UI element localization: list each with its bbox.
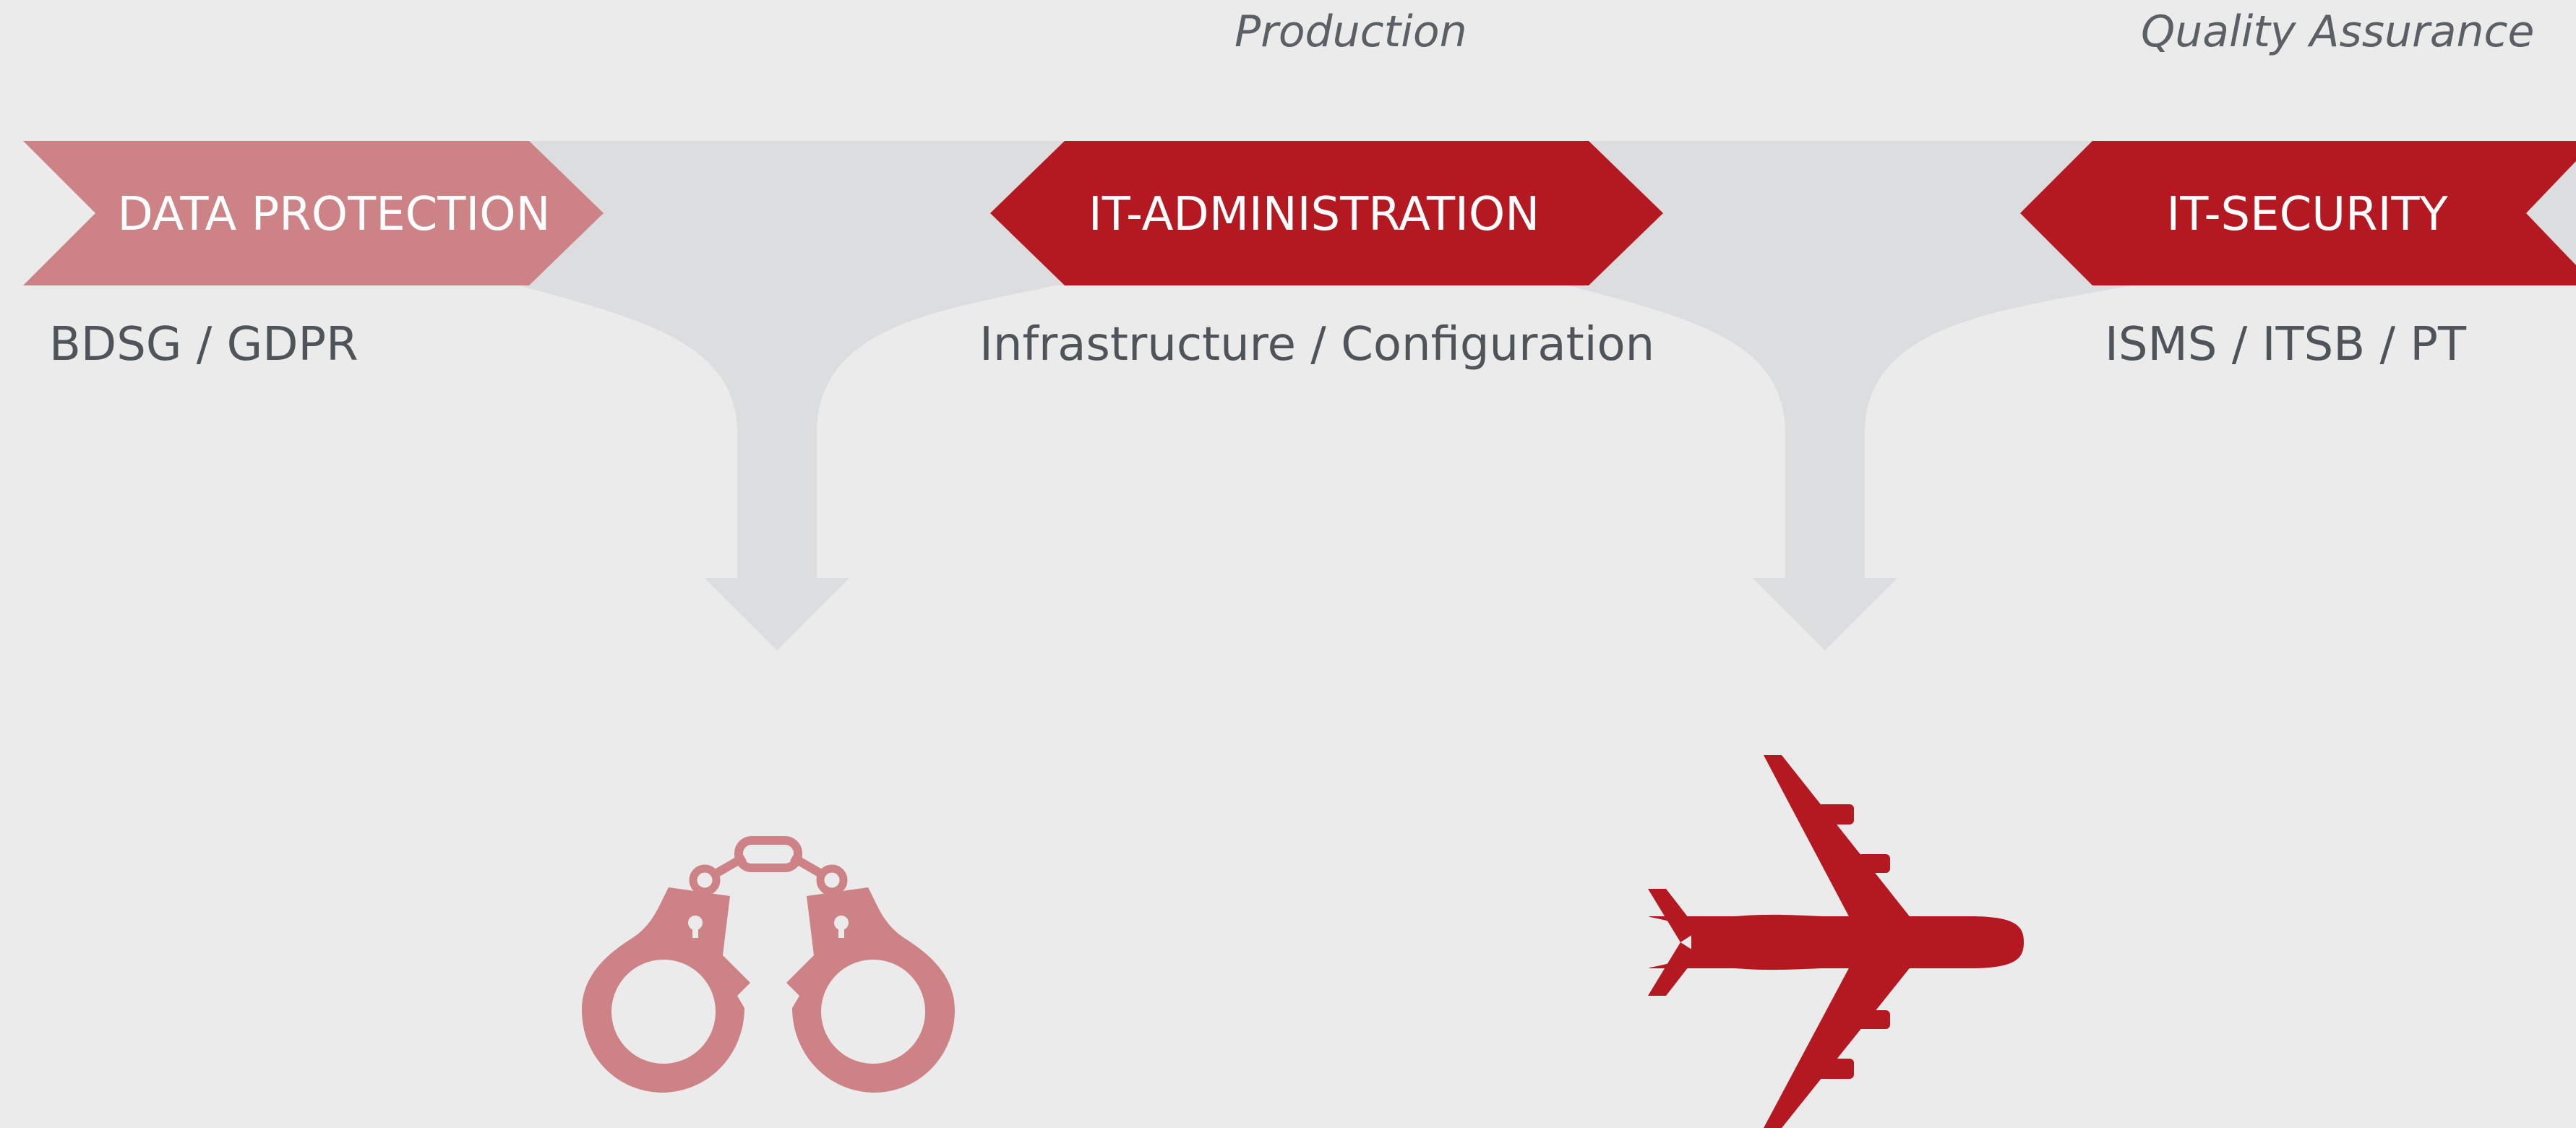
flow-arrow-left <box>506 141 1084 650</box>
header-quality-assurance: Quality Assurance <box>2141 7 2535 57</box>
tag-it-administration-label: IT-ADMINISTRATION <box>1089 188 1540 241</box>
tag-it-security-label: IT-SECURITY <box>2166 188 2448 241</box>
handcuffs-icon <box>582 836 955 1093</box>
tag-data-protection: DATA PROTECTION <box>23 141 604 285</box>
tag-it-security-shape <box>2020 141 2576 285</box>
tag-it-administration: IT-ADMINISTRATION <box>990 141 1663 285</box>
flow-arrow-right <box>1554 141 2132 650</box>
tag-it-administration-shape <box>990 141 1663 285</box>
subtitle-it-administration: Infrastructure / Configuration <box>979 318 1655 371</box>
airplane-icon <box>1648 755 2024 1128</box>
header-production: Production <box>1235 7 1467 57</box>
tag-it-security: IT-SECURITY <box>2020 141 2576 285</box>
tag-data-protection-label: DATA PROTECTION <box>117 188 550 241</box>
subtitle-data-protection: BDSG / GDPR <box>49 318 359 371</box>
subtitle-it-security: ISMS / ITSB / PT <box>2105 318 2467 371</box>
tag-data-protection-shape <box>23 141 604 285</box>
